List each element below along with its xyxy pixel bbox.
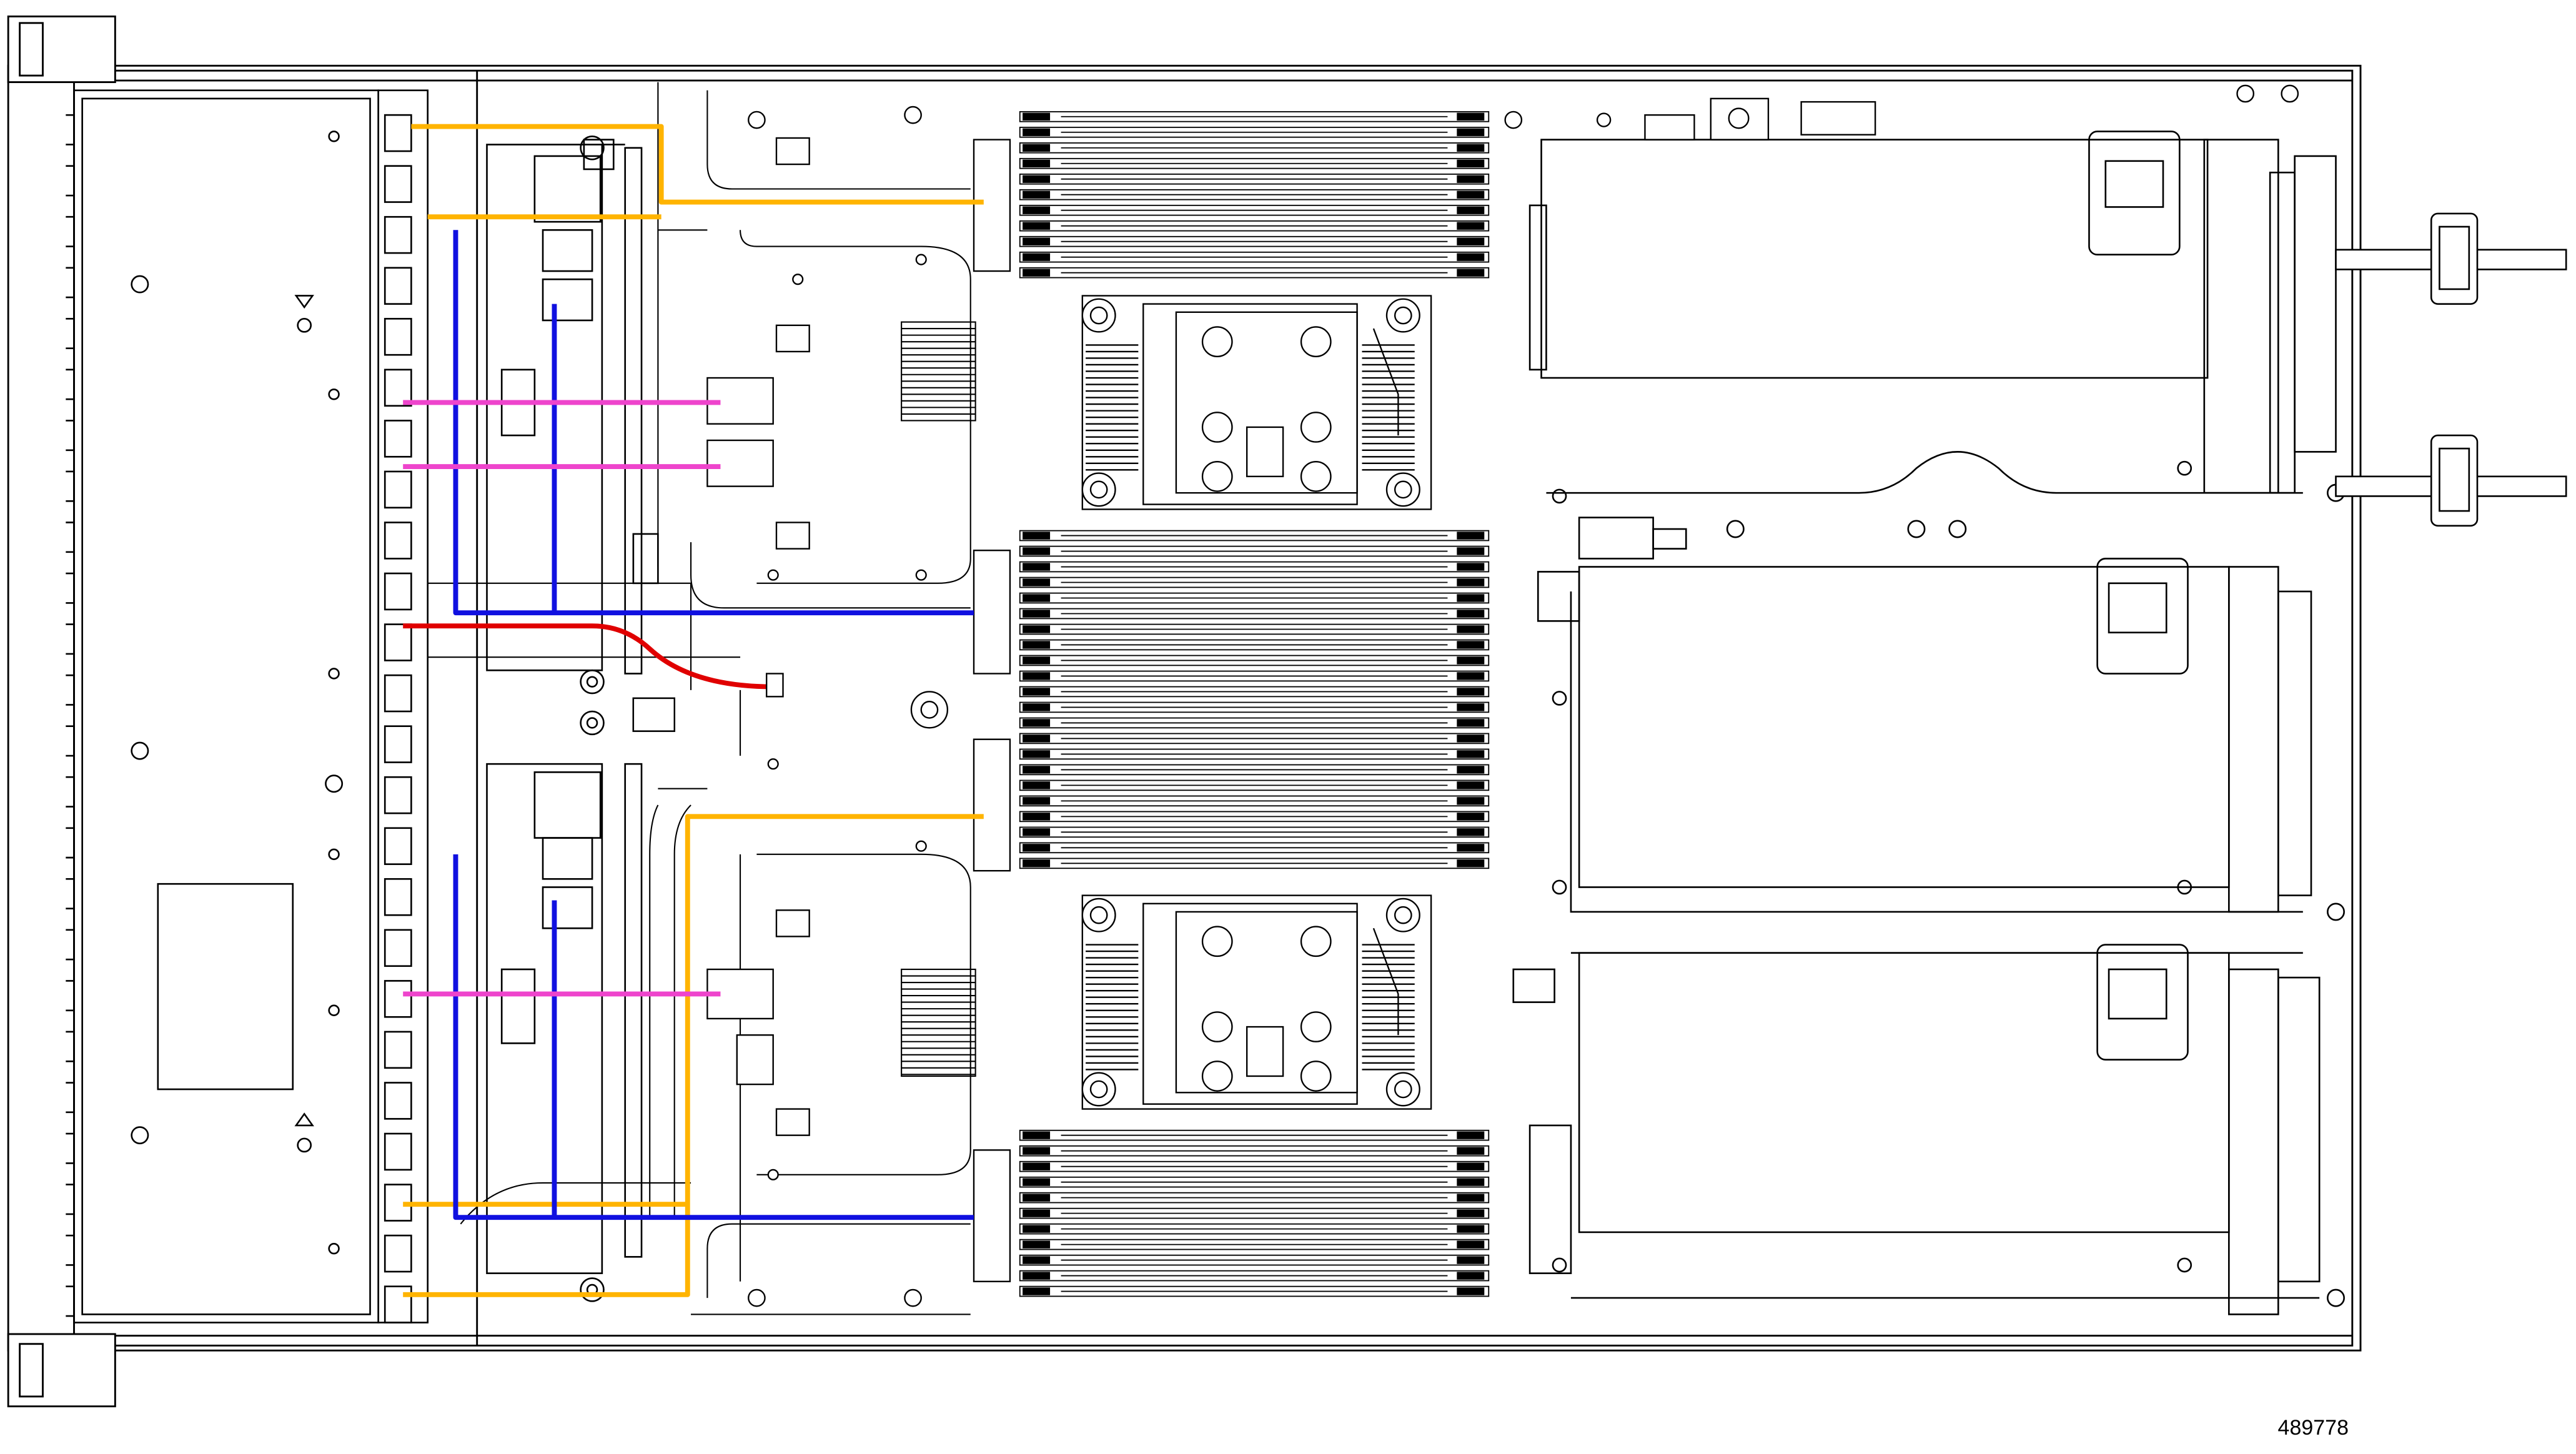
dimm-bank-top [1019, 111, 1490, 279]
rear-handle-lower [2335, 434, 2567, 527]
cable-magenta [403, 400, 721, 997]
figure-id: 489778 [2277, 1416, 2349, 1440]
rear-io [1504, 84, 2299, 141]
rack-ear-bottom [7, 1333, 116, 1408]
rear-handle-upper [2335, 212, 2567, 305]
drive-slot-edges [66, 114, 75, 1317]
cable-blue-lower [453, 854, 974, 1220]
cable-orange-upper [411, 124, 984, 220]
dimm-bank-middle [1019, 530, 1490, 869]
dimm-bank-bottom [1019, 1129, 1490, 1297]
front-drive-bay [66, 89, 380, 1323]
cpu-socket-1 [1081, 295, 1432, 510]
storage-module-upper [486, 139, 659, 695]
board-connectors [632, 106, 1011, 1307]
cable-red [403, 623, 784, 698]
pcie-riser-3 [1512, 944, 2345, 1315]
pcie-riser-2 [1537, 558, 2345, 921]
chassis [7, 64, 2362, 1352]
rack-ear-top [7, 15, 116, 83]
heatsink-lower [901, 968, 976, 1077]
cable-blue-upper [453, 230, 974, 616]
pcie-riser-1 [1528, 131, 2345, 560]
cable-orange-lower [403, 814, 984, 1297]
front-label-panel [157, 883, 294, 1090]
drive-backplane [377, 89, 429, 1323]
board-outlines [427, 82, 971, 1315]
heatsink-upper [901, 321, 976, 422]
cpu-socket-2 [1081, 894, 1432, 1110]
